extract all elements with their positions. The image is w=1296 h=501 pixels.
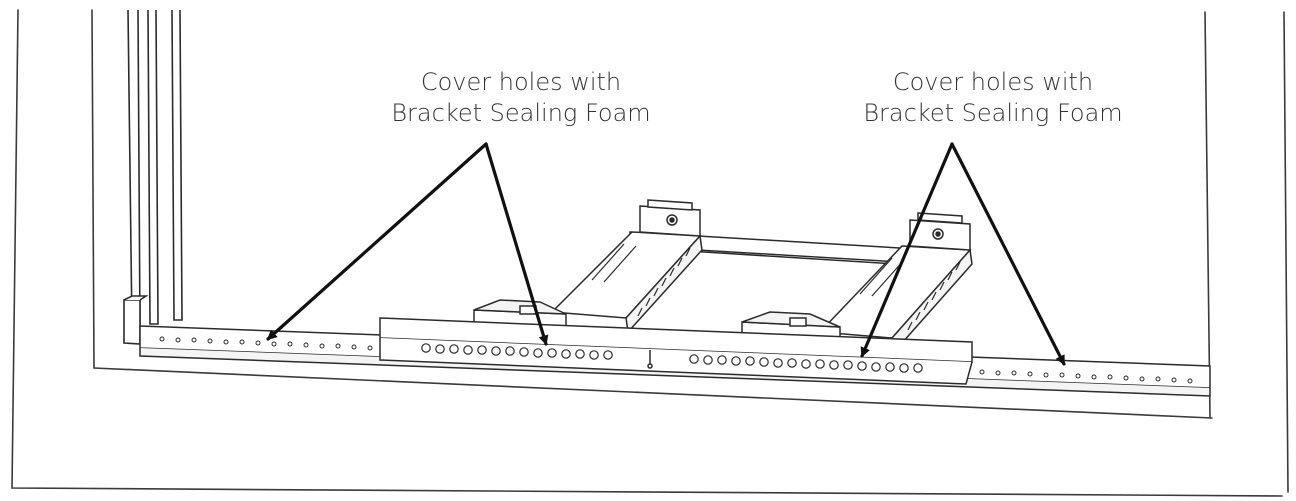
bracket-arm-left [550,199,703,334]
bracket-arm-right [818,212,973,354]
callout-right-line2: Bracket Sealing Foam [863,99,1123,127]
callout-label-left: Cover holes with Bracket Sealing Foam [391,67,650,129]
bracket-slots-left [591,243,691,317]
callout-left-line2: Bracket Sealing Foam [391,99,651,127]
bracket-slots-right [859,257,961,331]
arrow-left-to-plate [484,142,549,346]
arrow-right-to-rail [950,142,1066,366]
callout-label-right: Cover holes with Bracket Sealing Foam [863,67,1122,129]
rail-holes-right [979,369,1193,384]
left-frame-rails [123,9,183,345]
slide-plate-holes-right [689,354,923,373]
callout-right-line1: Cover holes with [892,68,1094,96]
rail-holes-left [159,336,373,351]
callout-arrows [266,142,1066,366]
arrow-left-to-rail [266,142,488,341]
callout-left-line1: Cover holes with [420,68,622,96]
slide-plate-holes-left [421,343,613,360]
enclosure-outline [11,9,1289,497]
arrow-right-to-plate [860,142,954,358]
